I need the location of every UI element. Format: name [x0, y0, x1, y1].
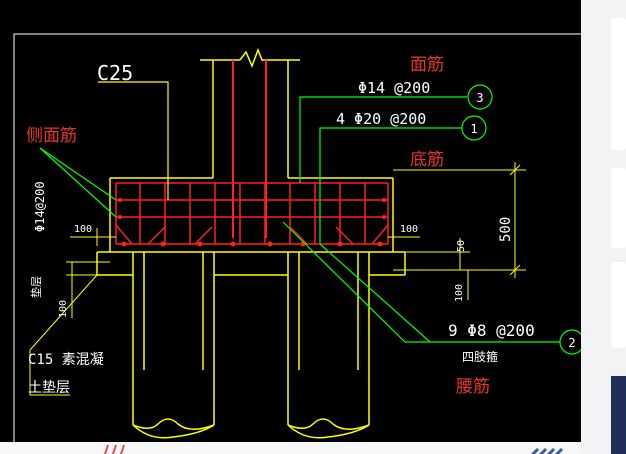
pile-left: [132, 252, 215, 439]
rebar-bottom-spec: 4 Φ20 @200: [336, 110, 426, 128]
svg-text:1: 1: [470, 122, 477, 136]
annotation-top-bars: 面筋: [410, 55, 444, 75]
side-card[interactable]: [611, 262, 626, 348]
column-stub: [200, 47, 300, 178]
dim-100-left: 100: [74, 224, 92, 235]
side-card[interactable]: [611, 18, 626, 150]
svg-text:2: 2: [568, 336, 575, 350]
cad-canvas[interactable]: 3 1 2: [0, 0, 581, 442]
callout-2: 2: [559, 329, 581, 355]
side-card[interactable]: [611, 168, 626, 248]
bedding-label: 垫层: [29, 276, 43, 298]
dim-50: 50: [456, 240, 467, 252]
dim-100-side: 100: [58, 300, 69, 318]
column-rebars: [232, 60, 267, 238]
dim-height-text: 500: [498, 217, 514, 242]
side-rebar-spec: Φ14@200: [33, 181, 47, 232]
pile-right: [287, 252, 370, 439]
pile-cap-outline: [109, 177, 394, 253]
bedding-note-line2: 土垫层: [28, 380, 70, 396]
callout-3: 3: [467, 84, 493, 110]
annotation-waist-bars: 腰筋: [456, 377, 490, 397]
dim-100-right: 100: [400, 224, 418, 235]
bedding-note-line1: C15 素混凝: [28, 352, 104, 368]
svg-text:3: 3: [476, 91, 483, 105]
rebar-mesh: [115, 182, 389, 245]
right-side-panel: [581, 0, 626, 454]
dim-100-lower: 100: [454, 284, 465, 302]
dimension-lines: [29, 162, 526, 396]
waist-rebar-spec: 9 Φ8 @200: [448, 321, 535, 340]
callout-1: 1: [461, 115, 487, 141]
rebar-top-spec: Φ14 @200: [358, 79, 430, 97]
bedding-layer: [96, 251, 406, 276]
rebar-dots: [118, 198, 386, 247]
side-card-dark[interactable]: [611, 376, 626, 454]
annotation-side-bars: 侧面筋: [26, 126, 77, 146]
leader-lines: [39, 96, 560, 343]
waist-rebar-note: 四肢箍: [462, 349, 498, 364]
concrete-grade-text: C25: [97, 61, 133, 85]
pile-cap-section-drawing: 3 1 2: [13, 33, 581, 442]
concrete-grade-leader: [98, 81, 169, 200]
annotation-bottom-bars: 底筋: [410, 150, 444, 170]
bottom-strip: [0, 442, 581, 454]
